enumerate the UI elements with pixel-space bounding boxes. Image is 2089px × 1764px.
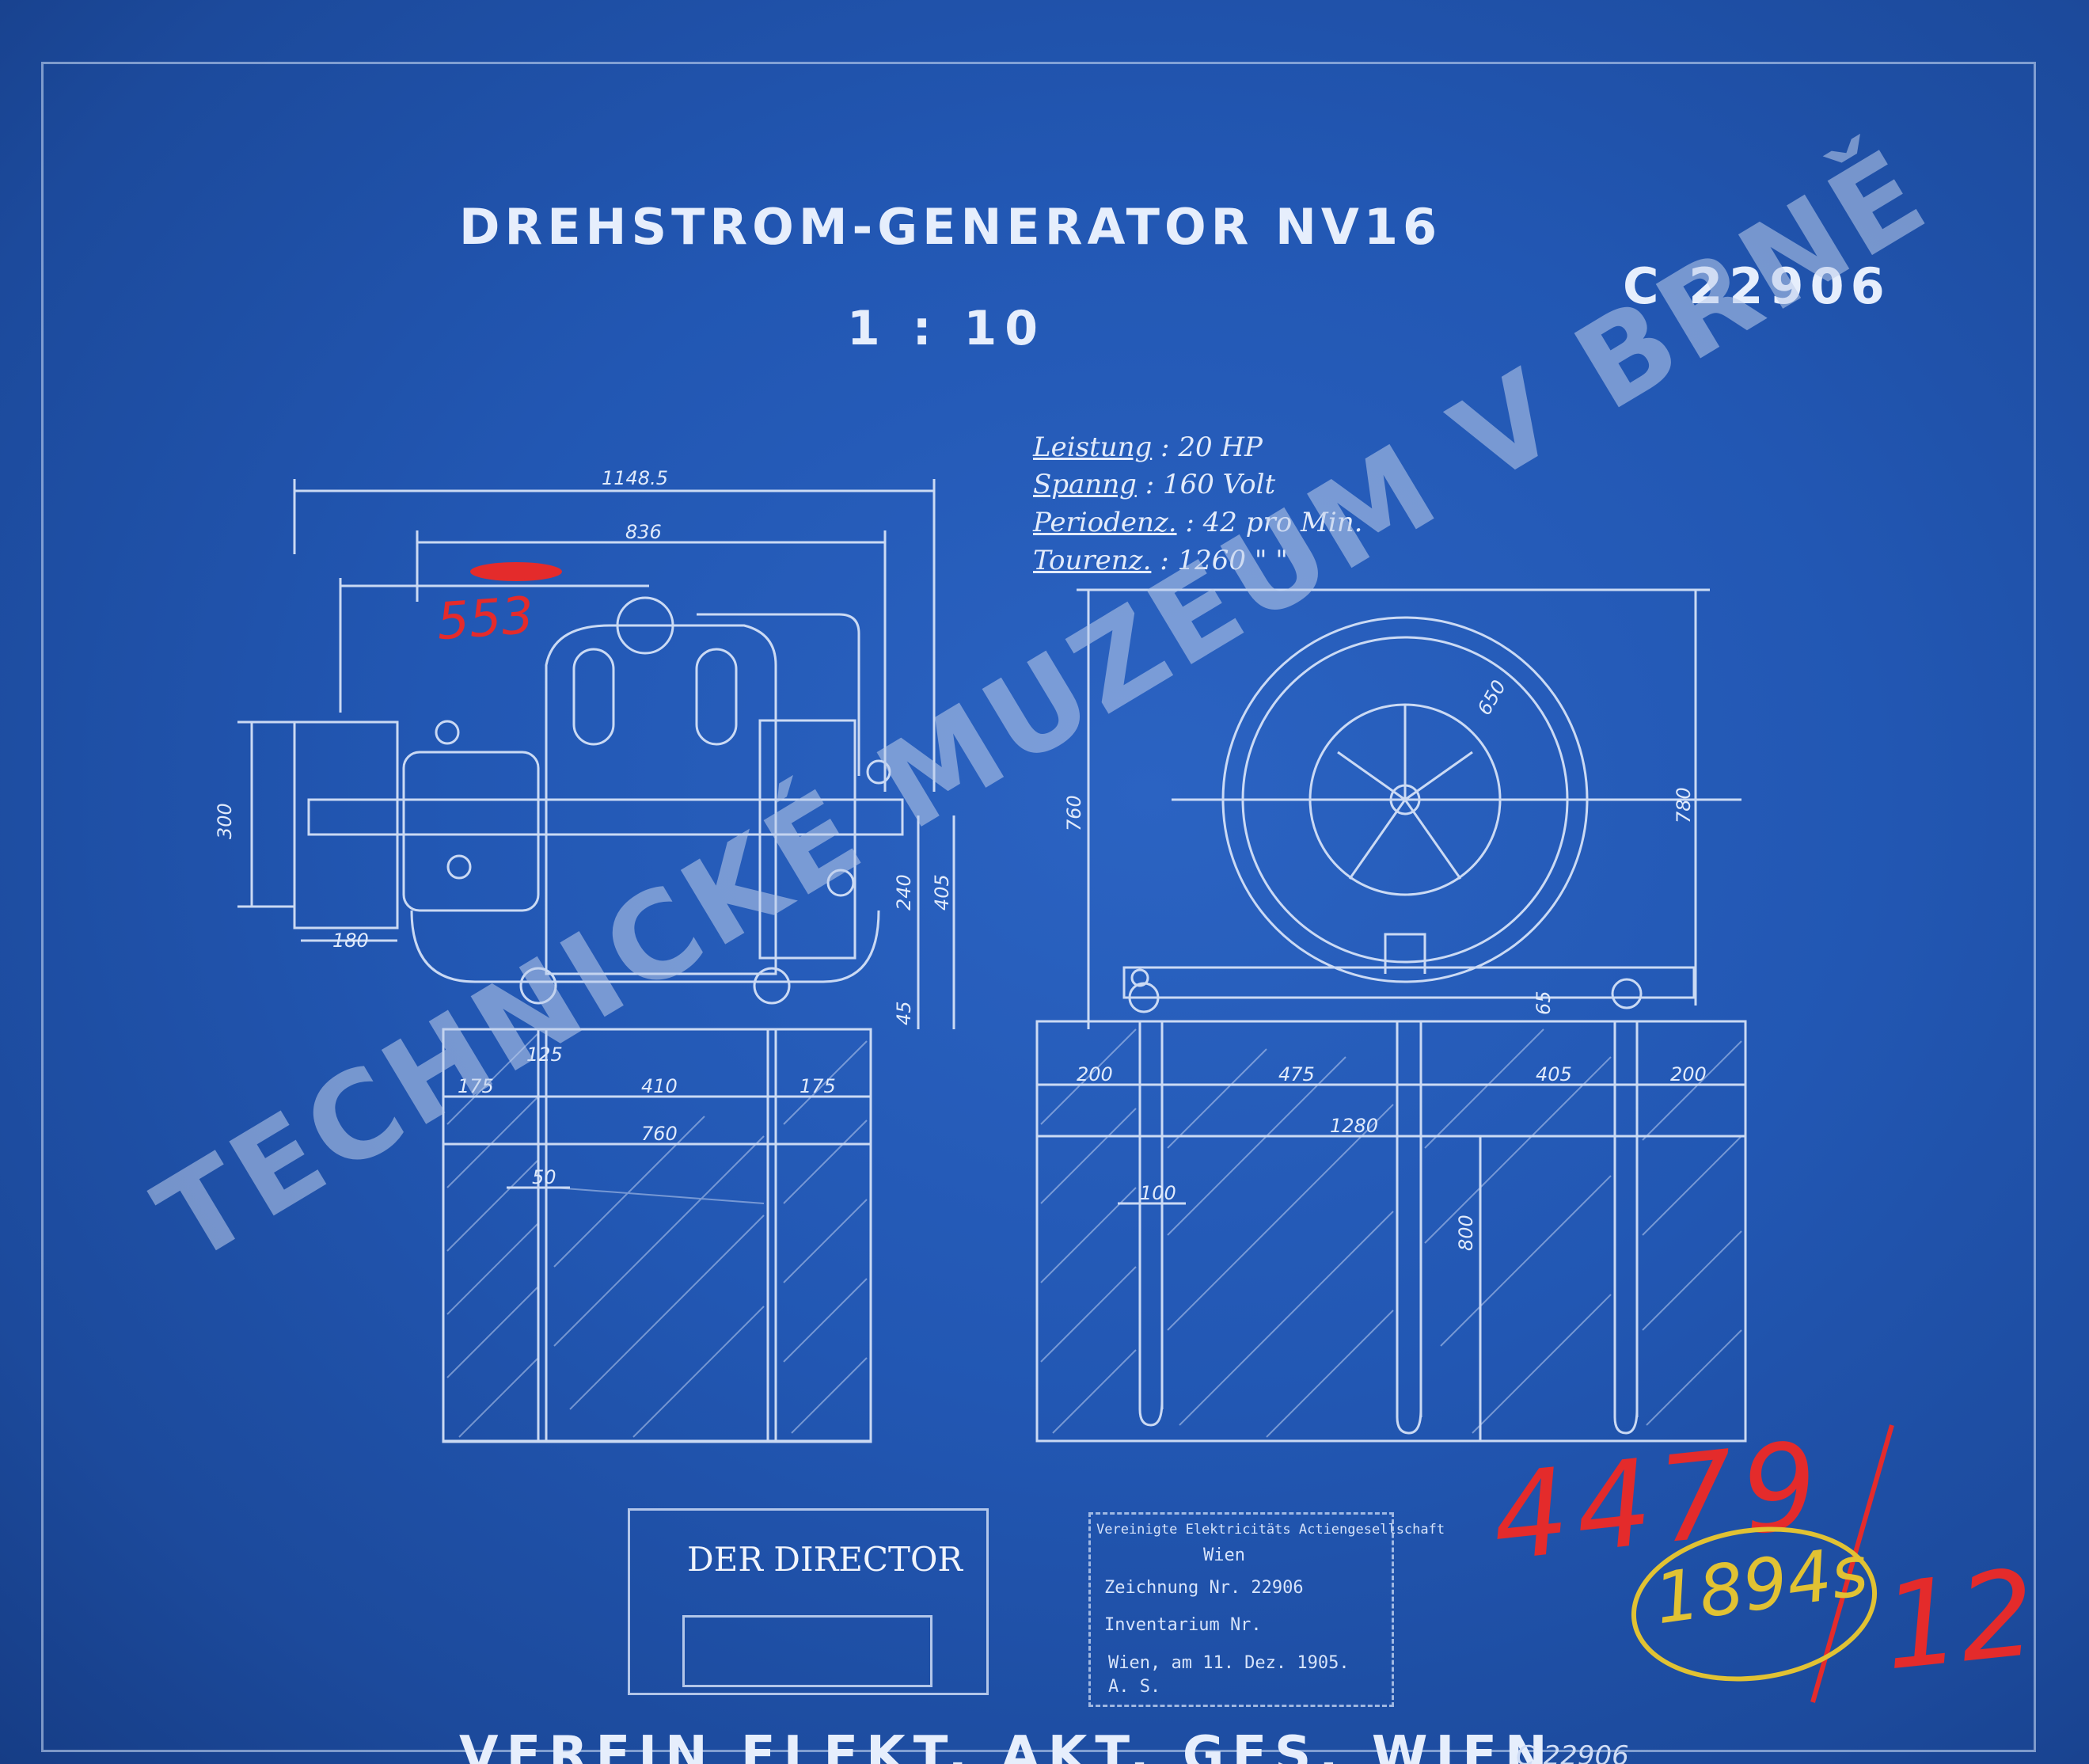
footer-drawing-number: C 22906 bbox=[1516, 1740, 1629, 1764]
dim-1280: 1280 bbox=[1330, 1115, 1378, 1137]
spoke bbox=[1337, 751, 1406, 801]
drawing-number: C 22906 bbox=[1623, 257, 1891, 315]
stamp-line-drawing-no: Zeichnung Nr. 22906 bbox=[1104, 1578, 1304, 1598]
stamp-line-inventory: Inventarium Nr. bbox=[1104, 1615, 1262, 1635]
dim-780: 780 bbox=[1673, 787, 1695, 823]
front-foundation-hatch bbox=[1040, 1028, 1742, 1438]
spec-key: Tourenz. bbox=[1033, 545, 1152, 576]
dim-760-front: 760 bbox=[1063, 795, 1085, 831]
dim-65: 65 bbox=[1533, 990, 1555, 1015]
spec-row-spannung: Spanng : 160 Volt bbox=[1033, 469, 1276, 500]
director-signature-field bbox=[682, 1615, 932, 1687]
dim-200-left: 200 bbox=[1077, 1063, 1113, 1085]
director-box bbox=[628, 1508, 989, 1695]
spec-value: 160 Volt bbox=[1162, 469, 1276, 500]
drawing-title: DREHSTROM-GENERATOR NV16 bbox=[459, 198, 1442, 256]
spec-key: Leistung bbox=[1033, 431, 1153, 463]
dim-125: 125 bbox=[526, 1044, 563, 1066]
dim-200-right: 200 bbox=[1670, 1063, 1707, 1085]
sheet-border bbox=[41, 62, 2036, 1752]
spec-row-periodenzahl: Periodenz. : 42 pro Min. bbox=[1033, 507, 1363, 538]
director-label: DER DIRECTOR bbox=[687, 1540, 963, 1579]
dim-175-left: 175 bbox=[458, 1075, 494, 1097]
dim-800: 800 bbox=[1455, 1215, 1477, 1251]
spec-key: Periodenz. bbox=[1033, 507, 1177, 538]
front-foundation bbox=[1035, 1020, 1747, 1443]
red-annotation-553: 553 bbox=[435, 586, 536, 652]
dim-760-side: 760 bbox=[641, 1123, 678, 1145]
red-slash bbox=[1810, 1424, 1894, 1703]
dim-475: 475 bbox=[1278, 1063, 1315, 1085]
stamp-line-date: Wien, am 11. Dez. 1905. bbox=[1108, 1653, 1350, 1673]
stator-frame bbox=[545, 624, 777, 975]
dim-45: 45 bbox=[893, 1001, 915, 1025]
dim-240: 240 bbox=[893, 874, 915, 911]
slipring-housing bbox=[402, 751, 540, 912]
spec-value: 1260 " " bbox=[1177, 545, 1288, 576]
spec-key: Spanng bbox=[1033, 469, 1137, 500]
dim-300: 300 bbox=[214, 803, 236, 839]
side-foundation-hatch bbox=[446, 1032, 868, 1438]
stamp-line-company: Vereinigte Elektricitäts Actiengesellsch… bbox=[1096, 1522, 1445, 1538]
stamp-line-initials: A. S. bbox=[1108, 1677, 1161, 1697]
shaft bbox=[307, 798, 904, 836]
dim-180: 180 bbox=[332, 930, 369, 952]
dim-1148: 1148.5 bbox=[602, 467, 668, 489]
dim-836: 836 bbox=[625, 521, 662, 543]
red-mark bbox=[470, 562, 562, 581]
dim-410: 410 bbox=[641, 1075, 678, 1097]
dim-175-right: 175 bbox=[800, 1075, 836, 1097]
spec-value: 42 pro Min. bbox=[1202, 507, 1363, 538]
dim-405: 405 bbox=[931, 874, 953, 911]
drawing-scale: 1 : 10 bbox=[847, 301, 1046, 356]
spec-row-tourenzahl: Tourenz. : 1260 " " bbox=[1033, 545, 1288, 576]
spec-row-leistung: Leistung : 20 HP bbox=[1033, 431, 1263, 463]
pulley-outline bbox=[293, 720, 399, 930]
frame-base-curve bbox=[410, 910, 880, 983]
spec-value: 20 HP bbox=[1178, 431, 1263, 463]
dim-405-front: 405 bbox=[1536, 1063, 1572, 1085]
exciter bbox=[758, 719, 856, 960]
dim-100: 100 bbox=[1140, 1182, 1176, 1204]
lifting-eye bbox=[616, 596, 674, 655]
stamp-line-city: Wien bbox=[1203, 1545, 1245, 1565]
front-baseplate bbox=[1122, 966, 1696, 999]
footer-company-name: VEREIN ELEKT. AKT. GES. WIEN bbox=[459, 1726, 1555, 1764]
dim-50: 50 bbox=[532, 1166, 556, 1188]
dim-650: 650 bbox=[1473, 676, 1510, 719]
red-suffix-number: 12 bbox=[1877, 1544, 2042, 1697]
company-stamp bbox=[1088, 1512, 1394, 1707]
